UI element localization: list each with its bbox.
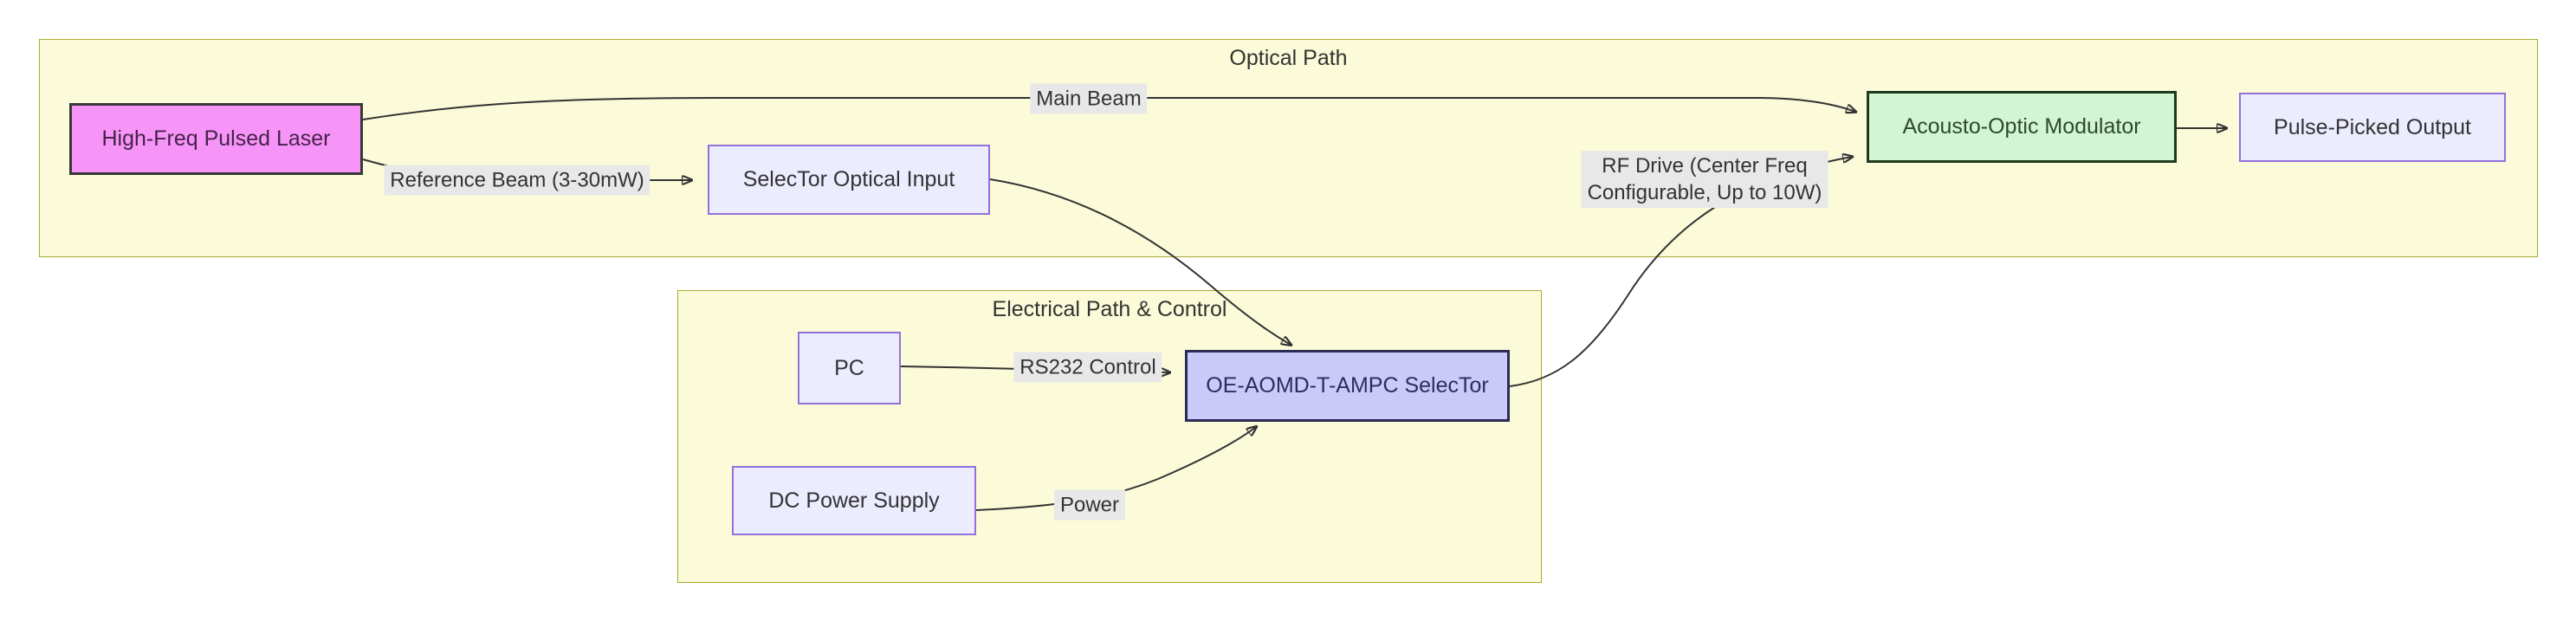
node-dc-power-supply: DC Power Supply — [732, 466, 976, 535]
node-pc: PC — [798, 332, 901, 404]
node-label-pc: PC — [834, 355, 864, 380]
edge-label-power: Power — [1053, 489, 1126, 521]
node-label-acousto-optic-modulator: Acousto-Optic Modulator — [1902, 114, 2141, 139]
edge-label-rf-drive: RF Drive (Center Freq Configurable, Up t… — [1581, 151, 1828, 208]
node-label-oe-aomd-t-ampc-selector: OE-AOMD-T-AMPC SelecTor — [1206, 373, 1489, 398]
node-acousto-optic-modulator: Acousto-Optic Modulator — [1867, 91, 2177, 163]
node-label-pulse-picked-output: Pulse-Picked Output — [2274, 114, 2471, 139]
node-label-selector-optical-input: SelecTor Optical Input — [742, 167, 955, 191]
node-label-high-freq-pulsed-laser: High-Freq Pulsed Laser — [101, 126, 331, 151]
node-pulse-picked-output: Pulse-Picked Output — [2239, 93, 2506, 162]
node-oe-aomd-t-ampc-selector: OE-AOMD-T-AMPC SelecTor — [1185, 350, 1510, 422]
node-selector-optical-input: SelecTor Optical Input — [708, 145, 990, 215]
edge-label-rf-drive-line2: Configurable, Up to 10W) — [1587, 181, 1822, 204]
group-title-electrical-path-control: Electrical Path & Control — [992, 297, 1227, 321]
node-label-dc-power-supply: DC Power Supply — [768, 488, 940, 513]
edge-label-main-beam: Main Beam — [1030, 83, 1148, 114]
group-title-optical-path: Optical Path — [1229, 46, 1348, 70]
edge-label-reference-beam: Reference Beam (3-30mW) — [384, 165, 650, 196]
edge-label-rs232-control: RS232 Control — [1013, 352, 1162, 383]
node-high-freq-pulsed-laser: High-Freq Pulsed Laser — [69, 103, 363, 175]
edge-label-rf-drive-line1: RF Drive (Center Freq — [1602, 154, 1808, 178]
